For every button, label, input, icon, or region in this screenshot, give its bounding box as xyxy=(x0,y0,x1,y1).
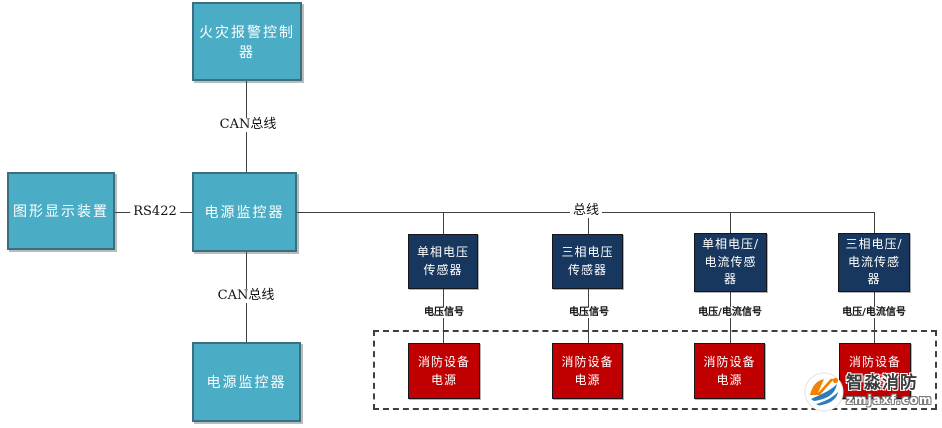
watermark: 智淼消防 zmjaxf.com xyxy=(804,368,932,412)
connector-bus-drop-1 xyxy=(443,212,444,235)
connector-bus-drop-3 xyxy=(730,212,731,233)
node-power-monitor-main: 电源监控器 xyxy=(192,172,297,252)
node-graphic-display: 图形显示装置 xyxy=(7,172,115,250)
node-sensor-single-phase-voltage-current: 单相电压/ 电流传感 器 xyxy=(694,233,767,292)
watermark-domain: zmjaxf.com xyxy=(846,393,933,407)
node-fire-power-1: 消防设备 电源 xyxy=(408,343,480,399)
edge-label-voltage-current-signal-1: 电压/电流信号 xyxy=(695,307,765,318)
edge-label-bus: 总线 xyxy=(569,203,603,219)
edge-label-can-bus-top: CAN总线 xyxy=(216,117,280,133)
node-sensor-single-phase-voltage: 单相电压 传感器 xyxy=(408,234,478,289)
node-sensor-three-phase-voltage-current: 三相电压/ 电流传感 器 xyxy=(838,233,910,292)
fire-power-group-frame xyxy=(373,330,937,410)
edge-label-rs422: RS422 xyxy=(130,204,180,220)
edge-label-voltage-current-signal-2: 电压/电流信号 xyxy=(839,307,909,318)
edge-label-can-bus-bottom: CAN总线 xyxy=(214,288,278,304)
node-fire-power-2: 消防设备 电源 xyxy=(552,343,623,399)
watermark-logo-icon xyxy=(804,372,844,412)
edge-label-voltage-signal-1: 电压信号 xyxy=(421,307,467,318)
watermark-brand: 智淼消防 xyxy=(846,373,918,393)
node-fire-alarm-controller: 火灾报警控制器 xyxy=(192,2,302,81)
edge-label-voltage-signal-2: 电压信号 xyxy=(566,307,612,318)
watermark-text: 智淼消防 zmjaxf.com xyxy=(846,368,932,407)
node-fire-power-3: 消防设备 电源 xyxy=(694,343,765,399)
node-power-monitor-secondary: 电源监控器 xyxy=(192,342,301,422)
node-fire-power-4: 消防设备 电源 xyxy=(839,343,911,399)
connector-bus-drop-4 xyxy=(874,212,875,233)
connector-bus-drop-2 xyxy=(588,212,589,235)
node-sensor-three-phase-voltage: 三相电压 传感器 xyxy=(552,234,623,289)
